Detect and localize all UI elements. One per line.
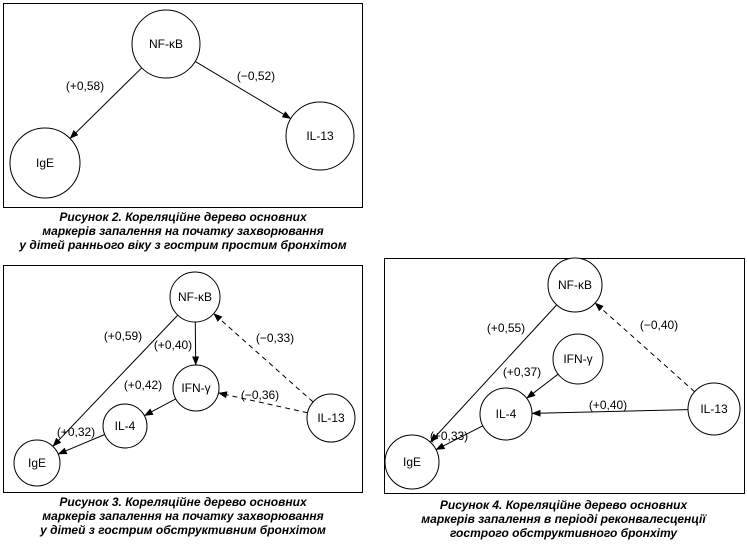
edge-label: (−0,40)	[640, 318, 678, 332]
figure-3-caption-line-1: Рисунок 3. Кореляційне дерево основних	[59, 495, 307, 509]
edge-label: (−0,33)	[256, 331, 294, 345]
node-label: IL-13	[306, 129, 334, 143]
figure-3-caption: Рисунок 3. Кореляційне дерево основних м…	[0, 495, 366, 537]
fig3-node-ifng: IFN-γ	[172, 364, 220, 412]
node-circle	[306, 393, 356, 443]
node-label: IL-13	[700, 402, 728, 416]
node-circle	[9, 127, 81, 199]
fig2-edge-nfkb-to-ige: (+0,58)	[66, 67, 143, 139]
figure-4-frame	[384, 258, 745, 494]
fig4-node-ifng: IFN-γ	[552, 333, 604, 385]
edge-line	[429, 304, 558, 443]
edge-label: (+0,37)	[503, 365, 541, 379]
edge-label: (+0,40)	[589, 398, 627, 412]
fig2-node-nfkb: NF-κB	[131, 9, 201, 79]
figure-3-caption-line-2: маркерів запалення на початку захворюван…	[42, 509, 324, 523]
node-circle	[131, 9, 201, 79]
fig2-edge-nfkb-to-il13: (−0,52)	[194, 60, 292, 120]
edge-line	[57, 434, 105, 455]
node-circle	[102, 403, 148, 449]
node-label: NF-κB	[558, 278, 592, 292]
edge-label: (+0,55)	[487, 321, 525, 335]
fig4-edge-nfkb-to-ige: (+0,55)	[429, 304, 558, 443]
figure-2-caption-line-2: маркерів запалення на початку захворюван…	[42, 224, 324, 238]
fig3-edge-nfkb-to-ige: (+0,59)	[52, 314, 179, 447]
fig3-edge-nfkb-to-ifng: (+0,40)	[154, 321, 200, 366]
node-label: IL-4	[496, 407, 517, 421]
fig4-node-nfkb: NF-κB	[547, 257, 603, 313]
node-label: IFN-γ	[181, 381, 210, 395]
fig3-node-nfkb: NF-κB	[169, 271, 221, 323]
edge-label: (+0,40)	[154, 338, 192, 352]
edge-label: (−0,52)	[237, 69, 275, 83]
figure-4-caption-line-3: гострого обструктивного бронхіту	[449, 526, 678, 540]
node-circle	[285, 101, 355, 171]
edge-line	[594, 302, 695, 393]
fig2-node-il13: IL-13	[285, 101, 355, 171]
edge-line	[69, 67, 143, 139]
node-circle	[384, 434, 440, 490]
edge-line	[531, 409, 689, 417]
figure-3-caption-line-3: у дітей з гострим обструктивним бронхіто…	[40, 523, 326, 537]
fig3-edge-il4-to-ige: (+0,32)	[57, 425, 105, 455]
node-circle	[552, 333, 604, 385]
node-label: IgE	[28, 456, 46, 470]
edge-label: (+0,58)	[66, 79, 104, 93]
node-circle	[687, 382, 741, 436]
figure-3-frame	[3, 265, 363, 493]
figure-2-caption-line-3: у дітей раннього віку з гострим простим …	[19, 238, 347, 252]
edge-line	[213, 313, 314, 403]
figure-4-diagram: (+0,55) (−0,40) (+0,37) (+0,40) (+0,33) NF-κB…	[384, 257, 741, 490]
fig4-edge-il13-to-il4: (+0,40)	[531, 398, 689, 417]
node-label: NF-κB	[178, 290, 212, 304]
fig4-edge-il4-to-ige: (+0,33)	[430, 425, 484, 451]
fig3-edge-il13-to-nfkb: (−0,33)	[213, 313, 314, 403]
fig4-node-il4: IL-4	[479, 387, 533, 441]
node-label: IgE	[36, 156, 54, 170]
fig4-node-il13: IL-13	[687, 382, 741, 436]
fig3-node-il13: IL-13	[306, 393, 356, 443]
edge-line	[52, 314, 179, 447]
edge-label: (+0,32)	[57, 425, 95, 439]
edge-line	[218, 391, 308, 414]
fig3-edge-il13-to-ifng: (−0,36)	[218, 388, 308, 414]
fig3-node-ige: IgE	[13, 439, 61, 487]
edge-label: (+0,42)	[124, 378, 162, 392]
edge-line	[143, 398, 176, 417]
node-label: IL-4	[115, 419, 136, 433]
node-circle	[13, 439, 61, 487]
edge-line	[526, 373, 559, 399]
fig4-node-ige: IgE	[384, 434, 440, 490]
figure-2-frame	[3, 3, 363, 208]
figure-4-caption-line-1: Рисунок 4. Кореляційне дерево основних	[439, 498, 688, 512]
node-label: IgE	[403, 455, 421, 469]
node-circle	[172, 364, 220, 412]
node-circle	[547, 257, 603, 313]
fig2-node-ige: IgE	[9, 127, 81, 199]
figure-2-caption: Рисунок 2. Кореляційне дерево основних м…	[0, 210, 366, 252]
node-label: IFN-γ	[563, 352, 592, 366]
fig4-edge-ifng-to-il4: (+0,37)	[503, 365, 559, 399]
fig3-edge-ifng-to-il4: (+0,42)	[124, 378, 176, 417]
fig4-edge-il13-to-nfkb: (−0,40)	[594, 302, 695, 393]
figure-2-caption-line-1: Рисунок 2. Кореляційне дерево основних	[59, 210, 307, 224]
edge-line	[194, 60, 292, 120]
figure-4-caption-line-2: маркерів запалення в періоді реконвалесц…	[421, 512, 706, 526]
figure-3-diagram: (+0,59) (+0,40) (−0,33) (+0,42) (−0,36) (+0,3…	[13, 271, 356, 487]
node-circle	[479, 387, 533, 441]
node-label: IL-13	[317, 411, 345, 425]
edge-label: (+0,33)	[430, 429, 468, 443]
edge-label: (−0,36)	[241, 388, 279, 402]
figure-4-caption: Рисунок 4. Кореляційне дерево основних м…	[380, 498, 747, 540]
node-circle	[169, 271, 221, 323]
figure-2-diagram: (+0,58) (−0,52) NF-κB IgE IL-13	[9, 9, 355, 199]
node-label: NF-κB	[149, 37, 183, 51]
fig3-node-il4: IL-4	[102, 403, 148, 449]
edge-label: (+0,59)	[104, 329, 142, 343]
edge-line	[435, 425, 484, 451]
